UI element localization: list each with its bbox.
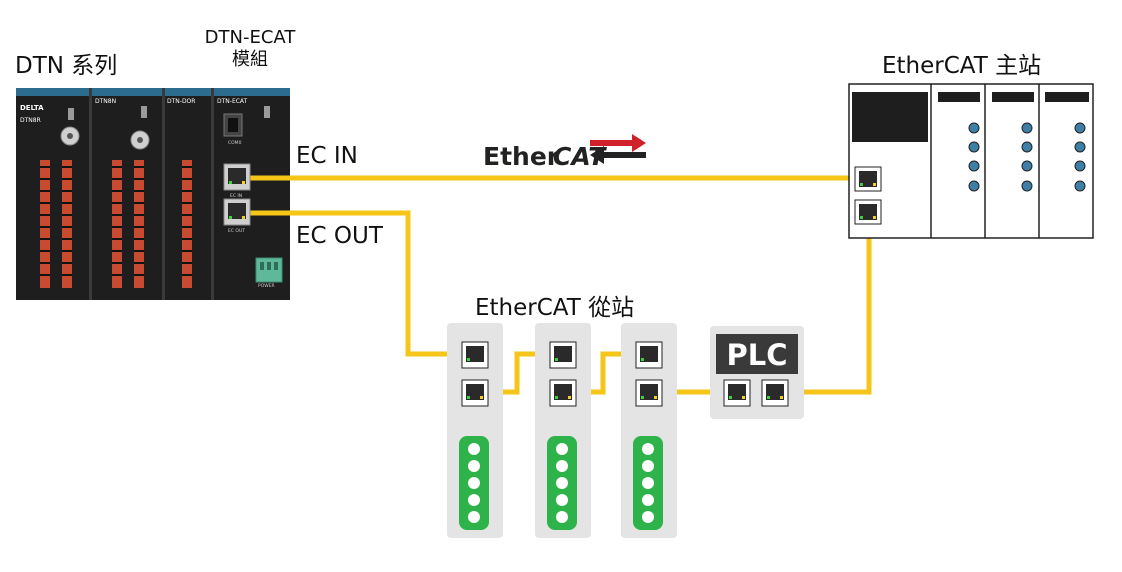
usb-port-icon xyxy=(141,106,147,118)
dtn-device-rack: DELTA DTN8R DTN8N DTN-DOR DTN-ECAT COM0 … xyxy=(16,88,290,300)
cable-plc-to-master xyxy=(790,228,872,395)
module-divider xyxy=(211,88,214,300)
slave-port-out xyxy=(461,379,489,407)
slave-led-dots xyxy=(468,443,480,523)
ec-out-label: EC OUT xyxy=(296,223,383,249)
ethercat-slave-1 xyxy=(447,323,503,538)
ethercat-slave-2 xyxy=(535,323,591,538)
master-port-2 xyxy=(854,199,882,225)
ethercat-master-device xyxy=(848,83,1094,239)
master-display xyxy=(852,92,928,142)
master-port-1 xyxy=(854,166,882,192)
terminal-block xyxy=(182,160,192,288)
plc-device: PLC xyxy=(710,326,804,419)
terminal-block xyxy=(62,160,72,288)
ec-in-small-label: EC IN xyxy=(230,193,242,199)
dtn-ecat-module-name: DTN-ECAT xyxy=(217,98,248,105)
master-module-label-bar xyxy=(938,92,980,102)
terminal-block-group xyxy=(40,160,192,288)
slave-led-dots xyxy=(642,443,654,523)
ec-in-label: EC IN xyxy=(296,143,358,169)
master-module-label-bar xyxy=(992,92,1034,102)
dtn-ecat-module-label-line2: 模組 xyxy=(232,49,268,70)
dtn-ecat-module-label: DTN-ECAT 模組 xyxy=(188,27,312,71)
ethercat-slave-label: EtherCAT 從站 xyxy=(475,295,635,321)
power-label: POWER xyxy=(258,283,275,289)
dtn-ec-out-port xyxy=(223,198,251,226)
slave-port-in xyxy=(461,341,489,369)
cable-ec-out-to-slave1 xyxy=(248,210,462,357)
plc-port-2 xyxy=(761,379,789,407)
ethercat-master-label: EtherCAT 主站 xyxy=(882,53,1042,79)
plc-port-1 xyxy=(723,379,751,407)
rotary-switch-center xyxy=(67,133,73,139)
master-module-label-bar xyxy=(1045,92,1089,102)
dtn-ec-in-port xyxy=(223,163,251,191)
plc-label: PLC xyxy=(726,338,787,372)
ethercat-arrow-left-icon xyxy=(590,146,646,164)
dtn-dor-module-label: DTN-DOR xyxy=(167,98,195,105)
dtn8n-module-label: DTN8N xyxy=(95,98,116,105)
plc-label-box xyxy=(716,334,798,374)
slave-port-out xyxy=(549,379,577,407)
com0-connector-pins xyxy=(228,118,238,132)
module-divider xyxy=(162,88,165,300)
module-divider xyxy=(89,88,92,300)
slave-port-in xyxy=(549,341,577,369)
terminal-screws xyxy=(40,166,192,276)
ec-out-small-label: EC OUT xyxy=(228,228,245,234)
rack-body xyxy=(16,88,290,300)
slave-port-in xyxy=(635,341,663,369)
rotary-switch-center xyxy=(137,137,143,143)
ethercat-slave-3 xyxy=(621,323,677,538)
slave-port-out xyxy=(635,379,663,407)
ethercat-logo: Ether CAT xyxy=(483,134,646,171)
terminal-block xyxy=(134,160,144,288)
usb-port-icon xyxy=(68,108,74,120)
com0-label: COM0 xyxy=(228,140,242,146)
master-led-indicators xyxy=(968,122,1086,192)
terminal-block xyxy=(112,160,122,288)
dtn-series-label: DTN 系列 xyxy=(15,53,118,79)
dtn8r-module-label: DTN8R xyxy=(20,117,41,124)
terminal-block xyxy=(40,160,50,288)
delta-logo-text: DELTA xyxy=(20,104,44,112)
dtn-ecat-module-label-line1: DTN-ECAT xyxy=(204,27,296,48)
slave-led-dots xyxy=(556,443,568,523)
rack-blue-top xyxy=(16,88,290,96)
ethercat-logo-ether: Ether xyxy=(483,142,560,171)
usb-port-icon xyxy=(264,106,270,118)
ethercat-arrow-right-icon xyxy=(590,134,646,152)
